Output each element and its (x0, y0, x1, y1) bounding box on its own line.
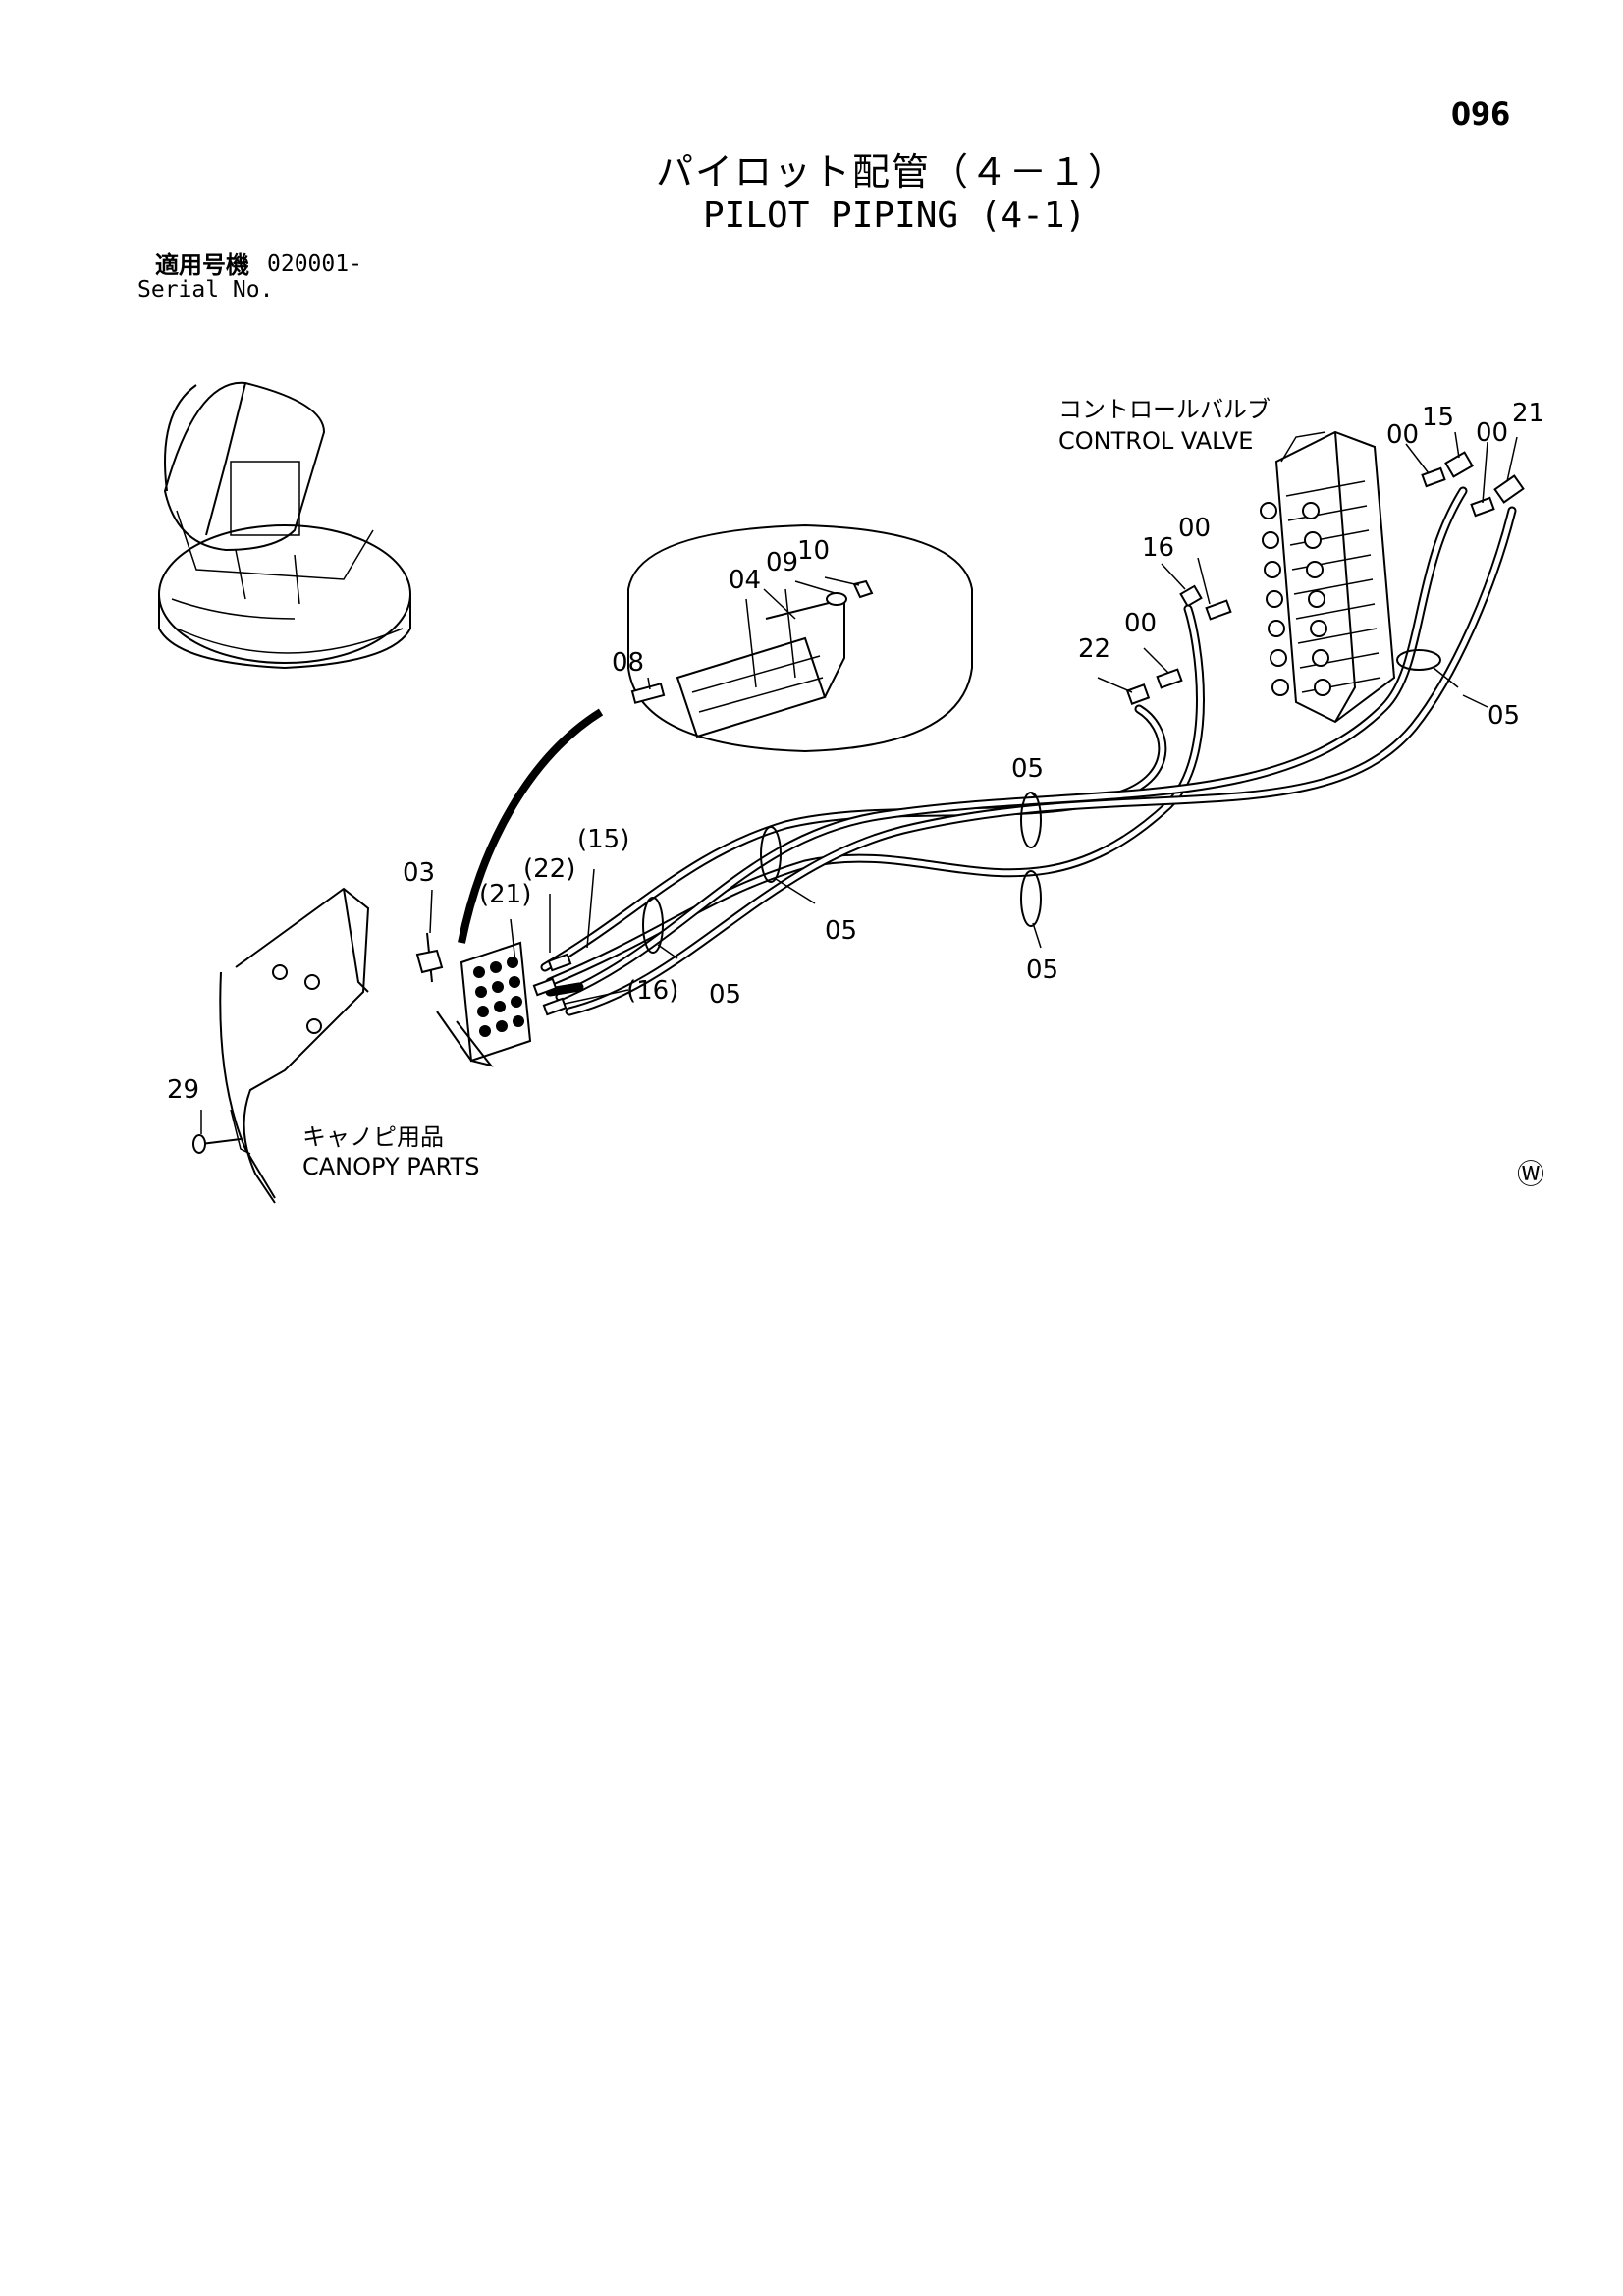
canopy-parts-label-english: CANOPY PARTS (302, 1153, 480, 1180)
part-label-29: 29 (167, 1075, 200, 1105)
canopy-frame-illustration (192, 887, 370, 1204)
part-label-09: 09 (766, 548, 799, 577)
part-label-15-ref: (15) (577, 825, 630, 854)
pilot-hoses (540, 486, 1517, 1016)
control-valve-illustration (1260, 430, 1396, 724)
part-label-05: 05 (709, 980, 742, 1010)
title-japanese: パイロット配管（４－１） (656, 150, 1128, 193)
part-label-22-ref: (22) (523, 854, 576, 884)
part-label-10: 10 (797, 536, 831, 566)
part-label-04: 04 (729, 566, 762, 595)
serial-label-japanese: 適用号機 (155, 251, 249, 279)
part-label-21-ref: (21) (479, 880, 532, 909)
page-number: 096 (1451, 95, 1511, 133)
machine-overview-illustration (158, 381, 411, 670)
part-label-16: 16 (1142, 533, 1175, 563)
control-valve-label-english: CONTROL VALVE (1058, 427, 1254, 455)
part-label-03: 03 (403, 858, 436, 888)
part-label-00: 00 (1124, 609, 1158, 638)
watermark-symbol: Ⓦ (1517, 1158, 1545, 1190)
valve-fittings (1125, 451, 1525, 705)
detail-bubble (458, 523, 973, 944)
part-label-21: 21 (1512, 399, 1545, 428)
part-label-15: 15 (1422, 403, 1455, 432)
part-label-05: 05 (1488, 701, 1521, 731)
serial-value: 020001- (267, 251, 362, 277)
canopy-parts-label-japanese: キャノピ用品 (302, 1123, 444, 1151)
connector-block (415, 932, 572, 1067)
part-label-00: 00 (1476, 418, 1509, 448)
serial-label-english: Serial No. (137, 277, 274, 302)
leader-lines (200, 431, 1518, 1134)
part-label-00: 00 (1386, 420, 1420, 450)
part-label-05: 05 (1026, 956, 1059, 985)
part-label-16-ref: (16) (626, 976, 679, 1006)
title-english: PILOT PIPING (4-1) (703, 195, 1087, 236)
control-valve-label-japanese: コントロールバルブ (1058, 396, 1271, 423)
part-label-05: 05 (825, 916, 858, 946)
part-label-00: 00 (1178, 514, 1212, 543)
part-label-08: 08 (612, 648, 645, 678)
part-label-05: 05 (1011, 754, 1045, 784)
part-label-22: 22 (1078, 634, 1111, 664)
